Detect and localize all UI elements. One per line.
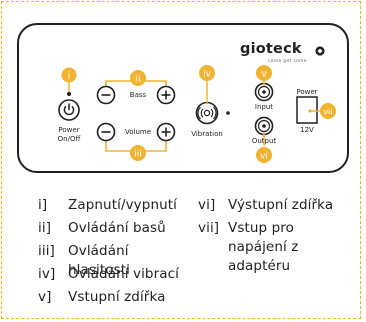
legend-text: Ovládání basů xyxy=(68,220,166,236)
marker-ii: ii xyxy=(130,70,146,86)
brand-tagline: come get some xyxy=(268,59,307,64)
legend-number: iv] xyxy=(38,266,56,282)
volume-plus-button xyxy=(156,122,176,142)
diagram-frame xyxy=(1,1,361,319)
bass-plus-button xyxy=(156,85,176,105)
volume-label: Volume xyxy=(124,128,152,136)
legend-text: Výstupní zdířka xyxy=(228,197,334,213)
vibration-label: Vibration xyxy=(191,130,223,138)
legend-text: Zapnutí/vypnutí xyxy=(68,197,177,213)
marker-iii: iii xyxy=(130,145,146,161)
vibration-button xyxy=(195,101,219,125)
brand-logo-icon xyxy=(315,46,325,56)
power-onoff-label: Power On/Off xyxy=(57,126,81,143)
power-led xyxy=(67,92,71,96)
svg-text:ii: ii xyxy=(135,75,140,85)
legend-number: v] xyxy=(38,289,52,305)
legend-number: vii] xyxy=(198,220,220,236)
legend-text: Ovládání hlasitosti xyxy=(68,243,130,278)
legend-text: Vstup pro napájení z adaptéru xyxy=(228,220,299,274)
bass-minus-button xyxy=(96,85,116,105)
power-socket-pointer xyxy=(308,109,321,113)
device-panel xyxy=(17,23,349,173)
legend-number: iii] xyxy=(38,243,55,259)
legend-number: vi] xyxy=(198,197,216,213)
legend-number: ii] xyxy=(38,220,52,236)
marker-i: i xyxy=(61,67,77,83)
output-label: Output xyxy=(251,137,277,145)
legend-text: Ovládání vibrací xyxy=(68,266,179,282)
power-socket-label: Power xyxy=(296,88,318,96)
volume-minus-button xyxy=(96,122,116,142)
power-button xyxy=(58,99,80,121)
marker-vii: vii xyxy=(320,103,336,119)
marker-iv: iv xyxy=(199,65,215,81)
svg-text:iv: iv xyxy=(203,70,212,80)
output-jack xyxy=(254,116,274,136)
input-jack xyxy=(254,82,274,102)
voltage-label: 12V xyxy=(300,126,314,134)
svg-text:v: v xyxy=(261,70,267,80)
marker-v: v xyxy=(256,65,272,81)
legend-number: i] xyxy=(38,197,48,213)
svg-text:i: i xyxy=(68,72,71,82)
marker-vi: vi xyxy=(256,147,272,163)
svg-text:iii: iii xyxy=(134,150,142,160)
bass-label: Bass xyxy=(129,91,147,99)
svg-text:vii: vii xyxy=(323,108,332,117)
svg-text:vi: vi xyxy=(260,152,268,162)
input-label: Input xyxy=(254,103,274,111)
brand-logo: gioteck xyxy=(240,41,302,57)
legend-text: Vstupní zdířka xyxy=(68,289,166,305)
power-socket xyxy=(296,96,318,124)
vibration-led xyxy=(226,111,230,115)
